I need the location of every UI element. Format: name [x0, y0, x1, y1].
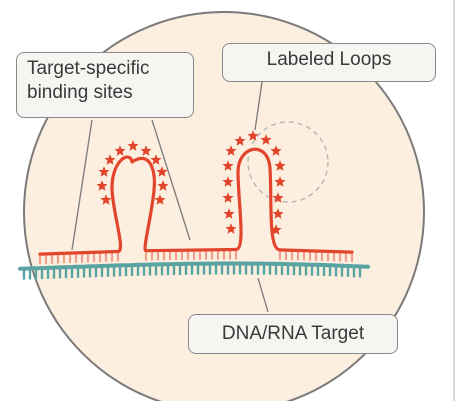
star-label-icon: [114, 145, 126, 156]
target-label: DNA/RNA Target: [221, 323, 365, 344]
star-label-icon: [223, 208, 235, 219]
star-label-icon: [222, 160, 234, 171]
star-label-icon: [104, 154, 116, 165]
leader-line: [151, 119, 191, 241]
star-label-icon: [247, 130, 259, 141]
star-label-icon: [222, 176, 234, 187]
target-backbone: [18, 261, 370, 271]
star-label-icon: [157, 180, 169, 191]
star-label-icon: [150, 154, 162, 165]
star-label-icon: [154, 194, 166, 205]
binding-sites-label-line2: binding sites: [27, 82, 133, 103]
star-label-icon: [270, 224, 282, 235]
leader-line: [257, 277, 269, 313]
star-label-icon: [234, 135, 246, 146]
highlight-dashed-circle: [247, 121, 329, 203]
star-label-icon: [272, 192, 284, 203]
star-label-icon: [225, 223, 237, 234]
probe-backbone: [38, 147, 354, 256]
star-label-icon: [100, 194, 112, 205]
binding-sites-callout: Target-specific binding sites: [16, 52, 194, 118]
star-label-icon: [156, 166, 168, 177]
star-label-icon: [127, 140, 139, 151]
labeled-loops-callout: Labeled Loops: [222, 43, 436, 82]
star-label-icon: [270, 145, 282, 156]
leader-lines: [71, 81, 269, 313]
star-label-icon: [98, 166, 110, 177]
probe-strand: [38, 147, 354, 256]
frame-border: [453, 0, 455, 401]
star-label-icon: [272, 208, 284, 219]
target-callout: DNA/RNA Target: [188, 314, 398, 354]
star-label-icon: [96, 180, 108, 191]
labeled-loops-label: Labeled Loops: [266, 49, 392, 70]
leader-line: [254, 81, 263, 131]
star-label-icon: [140, 145, 152, 156]
star-label-icon: [274, 176, 286, 187]
star-label-icon: [225, 145, 237, 156]
star-label-icon: [260, 134, 272, 145]
fluorophore-labels: [96, 130, 286, 235]
star-label-icon: [222, 192, 234, 203]
star-label-icon: [274, 160, 286, 171]
binding-sites-label-line1: Target-specific: [27, 58, 150, 79]
leader-line: [71, 119, 93, 251]
target-strand: [18, 261, 370, 280]
